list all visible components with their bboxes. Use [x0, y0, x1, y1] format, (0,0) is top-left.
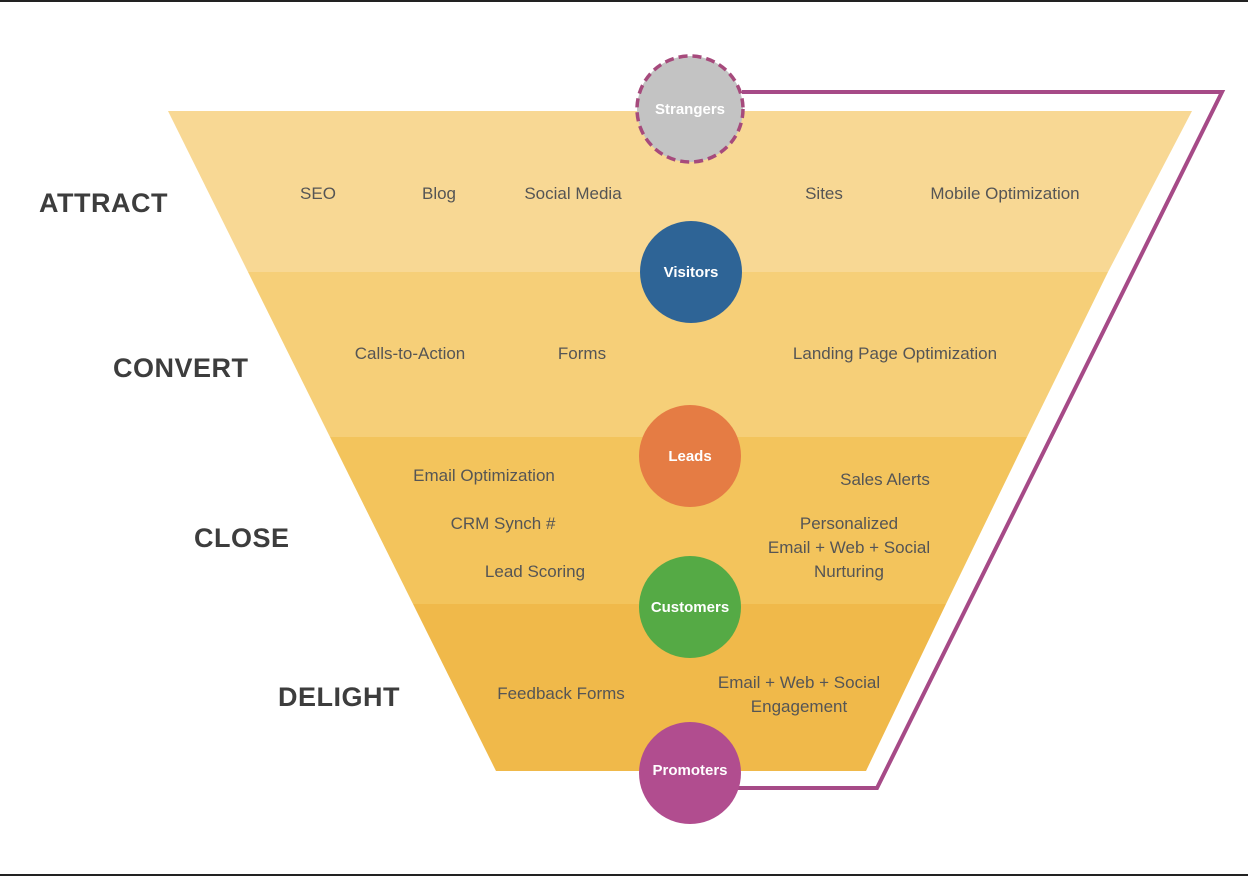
- strangers-circle: [635, 54, 745, 164]
- tactic-seo: SEO: [300, 184, 336, 203]
- tactic-engagement: Engagement: [751, 697, 848, 716]
- stage-label-delight: DELIGHT: [278, 682, 400, 712]
- funnel-band-delight: [413, 604, 946, 771]
- tactic-landing-page-optimization: Landing Page Optimization: [793, 344, 997, 363]
- tactic-email-web-social-close: Email + Web + Social: [768, 538, 930, 557]
- funnel-band-attract: [168, 111, 1192, 272]
- leads-circle: [639, 405, 741, 507]
- stage-label-close: CLOSE: [194, 523, 290, 553]
- promoters-label: Promoters: [652, 762, 727, 779]
- tactic-forms: Forms: [558, 344, 606, 363]
- tactic-crm-synch: CRM Synch #: [451, 514, 556, 533]
- tactic-blog: Blog: [422, 184, 456, 203]
- customers-circle: [639, 556, 741, 658]
- stage-label-attract: ATTRACT: [39, 188, 168, 218]
- promoter-loop-line: [738, 90, 1226, 790]
- tactic-personalized: Personalized: [800, 514, 898, 533]
- visitors-label: Visitors: [664, 264, 719, 281]
- node-customers: Customers: [639, 556, 741, 658]
- funnel-band-convert: [248, 272, 1108, 437]
- node-strangers: Strangers: [635, 54, 745, 164]
- tactic-sales-alerts: Sales Alerts: [840, 470, 930, 489]
- tactic-social-media: Social Media: [524, 184, 622, 203]
- tactic-feedback-forms: Feedback Forms: [497, 684, 625, 703]
- funnel-band-close: [330, 437, 1027, 604]
- tactic-nurturing: Nurturing: [814, 562, 884, 581]
- node-promoters: Promoters: [639, 722, 741, 824]
- stage-label-convert: CONVERT: [113, 353, 249, 383]
- node-leads: Leads: [639, 405, 741, 507]
- visitors-circle: [640, 221, 742, 323]
- bottom-border: [0, 874, 1248, 876]
- leads-label: Leads: [668, 448, 711, 465]
- strangers-label: Strangers: [655, 101, 725, 118]
- tactic-sites: Sites: [805, 184, 843, 203]
- tactic-lead-scoring: Lead Scoring: [485, 562, 585, 581]
- tactic-calls-to-action: Calls-to-Action: [355, 344, 466, 363]
- node-visitors: Visitors: [640, 221, 742, 323]
- promoters-circle: [639, 722, 741, 824]
- tactic-mobile-optimization: Mobile Optimization: [930, 184, 1079, 203]
- top-border: [0, 0, 1248, 2]
- tactic-email-optimization: Email Optimization: [413, 466, 555, 485]
- tactic-email-web-social-delight: Email + Web + Social: [718, 673, 880, 692]
- customers-label: Customers: [651, 599, 729, 616]
